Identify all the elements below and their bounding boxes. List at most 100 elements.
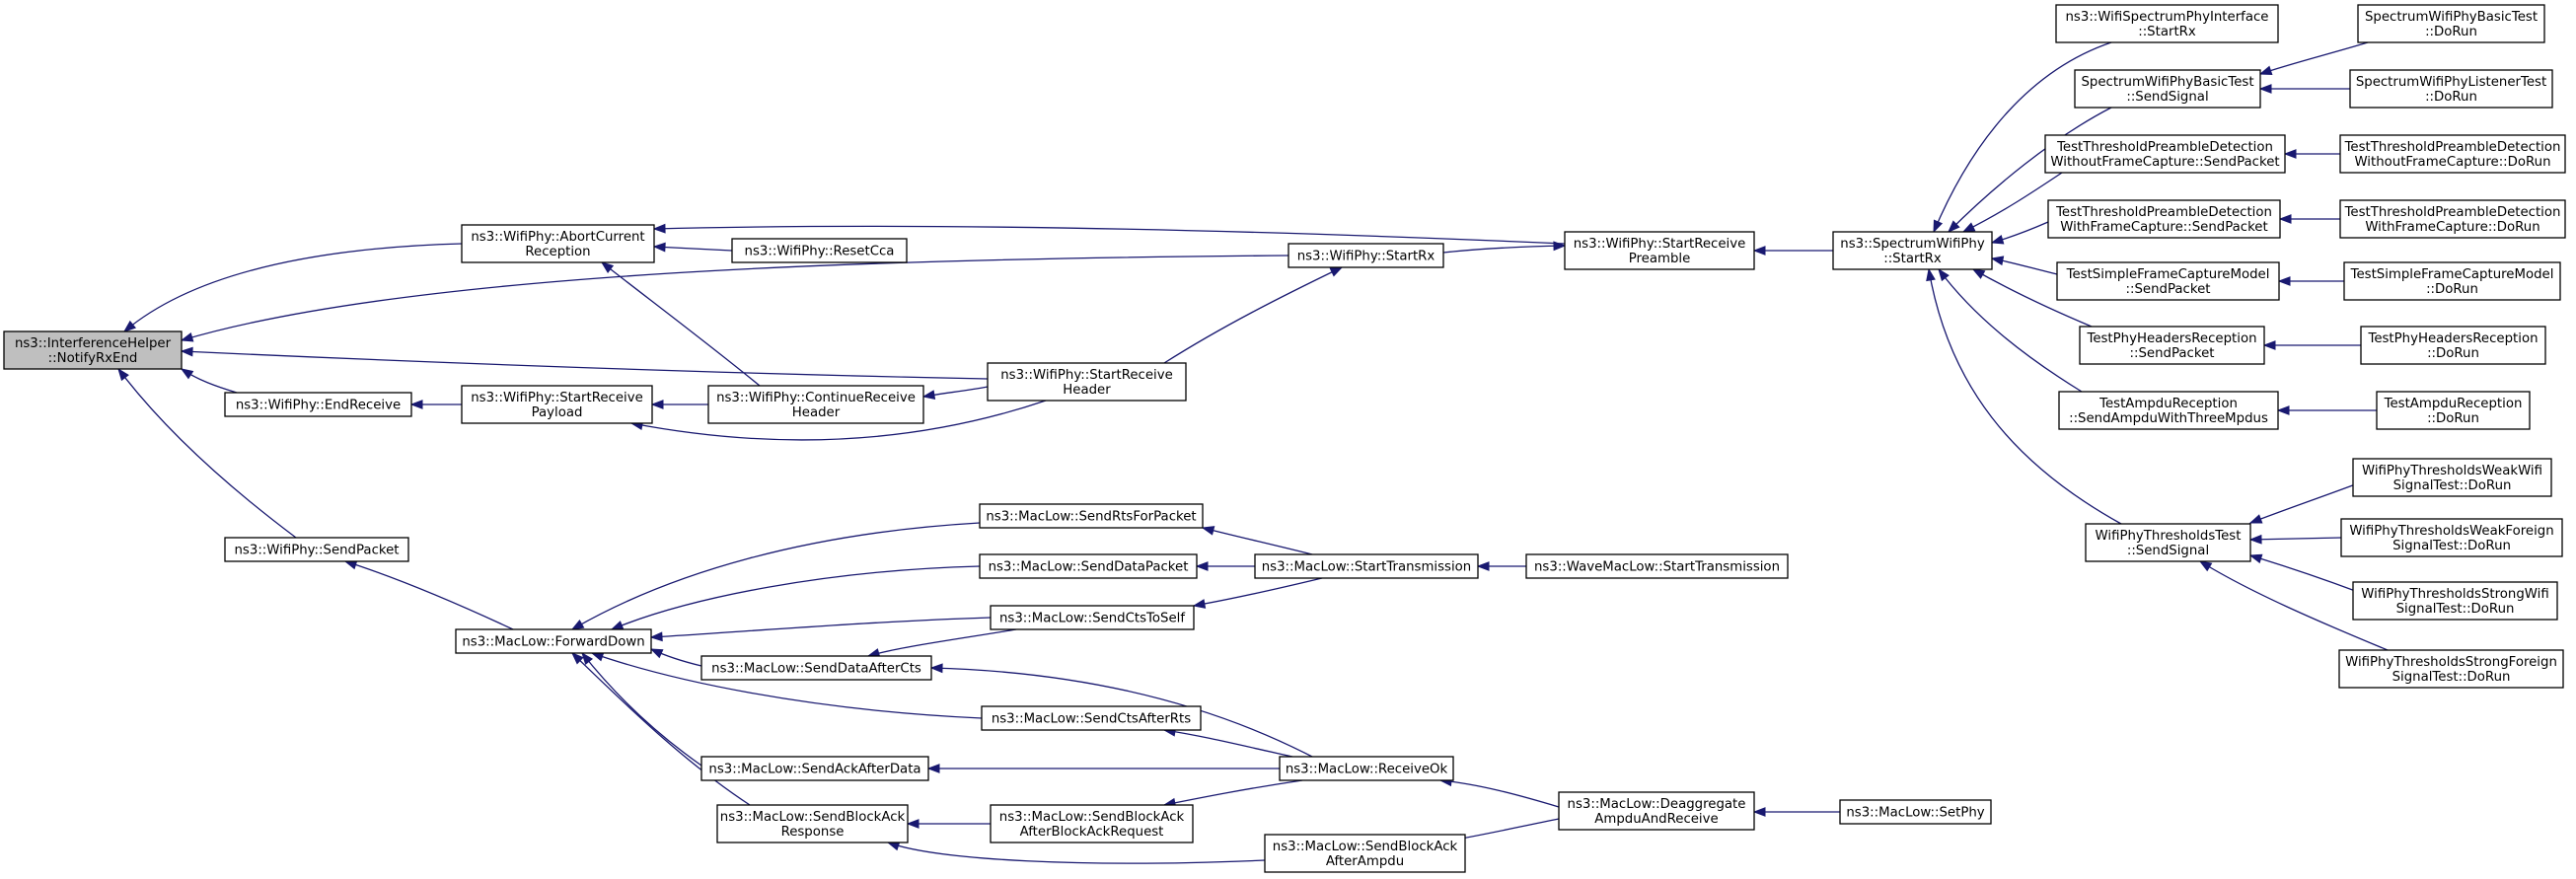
node-wavemaclow-starttransmission[interactable]: ns3::WaveMacLow::StartTransmission — [1525, 553, 1789, 579]
arrowhead — [122, 320, 137, 332]
call-edge-spectrumwifiphybasictest-sendsignal-to-spectrumwifiphy-startrx — [1948, 107, 2112, 233]
node-label-line: ns3::WifiSpectrumPhyInterface — [2066, 10, 2269, 25]
node-testthresholdpreambledetectionwithframecapture-dorun[interactable]: TestThresholdPreambleDetectionWithFrameC… — [2339, 199, 2566, 239]
call-edge-maclow-receiveok-to-maclow-sendctsafterrts — [1162, 726, 1293, 758]
node-box — [2085, 523, 2251, 562]
node-maclow-sendackafterdata[interactable]: ns3::MacLow::SendAckAfterData — [700, 756, 929, 781]
arrowhead — [1201, 526, 1215, 536]
node-wifiphy-sendpacket[interactable]: ns3::WifiPhy::SendPacket — [224, 537, 409, 562]
call-edge-testsimpleframecapturemodel-dorun-to-testsimpleframecapturemodel-sendpacket — [2277, 276, 2344, 286]
node-testampdureception-dorun[interactable]: TestAmpduReception::DoRun — [2376, 391, 2531, 430]
node-testampdureception-sendampduwiththreempdus[interactable]: TestAmpduReception::SendAmpduWithThreeMp… — [2058, 391, 2279, 430]
node-wifiphy-startrx[interactable]: ns3::WifiPhy::StartRx — [1288, 243, 1444, 268]
call-edge-wifiphy-abortcurrentreception-to-interferencehelper-notifyrxend — [122, 243, 463, 332]
call-edge-maclow-senddatapacket-to-maclow-forwarddown — [610, 565, 981, 630]
node-testsimpleframecapturemodel-sendpacket[interactable]: TestSimpleFrameCaptureModel::SendPacket — [2056, 261, 2280, 301]
node-box — [1558, 791, 1755, 831]
node-label-line: Header — [792, 405, 841, 420]
call-edge-maclow-receiveok-to-maclow-senddataafterctss — [929, 663, 1313, 758]
node-maclow-sendctsafterrts[interactable]: ns3::MacLow::SendCtsAfterRts — [981, 705, 1202, 731]
node-box — [990, 605, 1195, 630]
call-edge-wifiphy-continuereceiveheader-to-wifiphy-startreceivepayload — [650, 400, 708, 409]
node-wifiphy-endreceive[interactable]: ns3::WifiPhy::EndReceive — [224, 392, 412, 417]
node-testthresholdpreambledetectionwithframecapture-sendpacket[interactable]: TestThresholdPreambleDetectionWithFrameC… — [2047, 199, 2281, 239]
node-label-line: TestAmpduReception — [2098, 397, 2238, 411]
call-edge-wifiphy-startreceiveheader-to-wifiphy-continuereceiveheader — [921, 386, 989, 401]
node-testsimpleframecapturemodel-dorun[interactable]: TestSimpleFrameCaptureModel::DoRun — [2343, 261, 2561, 301]
call-edge-wifiphythresholdsweakforeignsignaltest-dorun-to-wifiphythresholdstest-sendsignal — [2248, 534, 2342, 545]
node-maclow-starttransmission[interactable]: ns3::MacLow::StartTransmission — [1254, 553, 1479, 579]
node-label-line: WithFrameCapture::DoRun — [2365, 220, 2539, 235]
node-testthresholdpreambledetectionwithoutframecapture-sendpacket[interactable]: TestThresholdPreambleDetectionWithoutFra… — [2044, 134, 2286, 174]
call-edge-testthresholdpreambledetectionwithframecapture-dorun-to-testthresholdpreambledetectionwithframecapture-sendpacket — [2278, 214, 2340, 224]
node-box — [707, 385, 924, 424]
edge-line — [123, 243, 463, 332]
node-box — [1832, 231, 1993, 270]
edge-line — [2249, 537, 2342, 541]
node-wifiphythresholdstest-sendsignal[interactable]: WifiPhyThresholdsTest::SendSignal — [2085, 523, 2251, 562]
node-interferencehelper-notifyrxend[interactable]: ns3::InterferenceHelper::NotifyRxEnd — [3, 330, 183, 370]
node-spectrumwifiphybasictest-dorun[interactable]: SpectrumWifiPhyBasicTest::DoRun — [2357, 4, 2545, 43]
node-spectrumwifiphylistenertest-dorun[interactable]: SpectrumWifiPhyListenerTest::DoRun — [2349, 69, 2553, 109]
node-maclow-setphy[interactable]: ns3::MacLow::SetPhy — [1839, 799, 1992, 825]
node-maclow-sendctstoself[interactable]: ns3::MacLow::SendCtsToSelf — [990, 605, 1195, 630]
node-maclow-senddatapacket[interactable]: ns3::MacLow::SendDataPacket — [979, 553, 1198, 579]
node-box — [461, 224, 655, 263]
node-label-line: ns3::MacLow::SendCtsAfterRts — [992, 712, 1191, 727]
arrowhead — [1195, 561, 1209, 571]
node-box — [2352, 458, 2552, 497]
node-maclow-sendrtsforpacket[interactable]: ns3::MacLow::SendRtsForPacket — [979, 503, 1204, 529]
edge-line — [1202, 527, 1313, 555]
node-label-line: ns3::SpectrumWifiPhy — [1840, 237, 1985, 252]
call-edge-maclow-forwarddown-to-wifiphy-sendpacket — [343, 559, 514, 630]
node-wifiphythresholdsstrongforeignsignaltest-dorun[interactable]: WifiPhyThresholdsStrongForeignSignalTest… — [2338, 649, 2564, 689]
node-box — [2376, 391, 2531, 430]
node-maclow-sendblockackafterblockackrequest[interactable]: ns3::MacLow::SendBlockAckAfterBlockAckRe… — [990, 804, 1194, 843]
node-box — [2349, 69, 2553, 109]
edge-line — [653, 225, 1566, 245]
edge-line — [181, 255, 1289, 341]
node-box — [700, 655, 932, 681]
arrowhead — [929, 663, 943, 674]
node-maclow-senddataafterctss[interactable]: ns3::MacLow::SendDataAfterCts — [700, 655, 932, 681]
edge-line — [581, 652, 702, 767]
node-wifispectrumphyinterface-startrx[interactable]: ns3::WifiSpectrumPhyInterface::StartRx — [2055, 4, 2279, 43]
node-box — [455, 628, 652, 654]
node-maclow-forwarddown[interactable]: ns3::MacLow::ForwardDown — [455, 628, 652, 654]
node-label-line: Preamble — [1629, 252, 1691, 266]
node-wifiphy-resetcca[interactable]: ns3::WifiPhy::ResetCca — [731, 238, 908, 263]
arrowhead — [652, 242, 666, 253]
call-edge-wifiphythresholdsstrongwifisignaltest-dorun-to-wifiphythresholdstest-sendsignal — [2248, 553, 2359, 593]
node-spectrumwifiphy-startrx[interactable]: ns3::SpectrumWifiPhy::StartRx — [1832, 231, 1993, 270]
node-spectrumwifiphybasictest-sendsignal[interactable]: SpectrumWifiPhyBasicTest::SendSignal — [2074, 69, 2261, 109]
edge-line — [1163, 779, 1303, 806]
node-label-line: ns3::MacLow::SendDataPacket — [989, 560, 1189, 575]
call-edge-testampdureception-dorun-to-testampdureception-sendampduwiththreempdus — [2276, 405, 2377, 415]
call-edge-wifiphy-startrx-to-interferencehelper-notifyrxend — [180, 255, 1289, 342]
arrowhead — [570, 652, 584, 665]
node-box — [1525, 553, 1789, 579]
node-label-line: ns3::WifiPhy::StartReceive — [471, 391, 643, 405]
node-testphyheadersreception-dorun[interactable]: TestPhyHeadersReception::DoRun — [2360, 326, 2546, 365]
node-maclow-receiveok[interactable]: ns3::MacLow::ReceiveOk — [1279, 756, 1454, 781]
call-edge-wifiphy-continuereceiveheader-to-wifiphy-abortcurrentreception — [600, 261, 761, 387]
node-testphyheadersreception-sendpacket[interactable]: TestPhyHeadersReception::SendPacket — [2079, 326, 2265, 365]
arrowhead — [1192, 599, 1207, 609]
node-label-line: Header — [1063, 383, 1111, 398]
node-wifiphythresholdsweakforeignsignaltest-dorun[interactable]: WifiPhyThresholdsWeakForeignSignalTest::… — [2340, 518, 2563, 557]
node-testthresholdpreambledetectionwithoutframecapture-dorun[interactable]: TestThresholdPreambleDetectionWithoutFra… — [2339, 134, 2566, 174]
arrowhead — [2248, 534, 2262, 545]
node-label-line: ns3::WifiPhy::EndReceive — [236, 399, 401, 413]
node-wifiphythresholdsweakwifisignaltest-dorun[interactable]: WifiPhyThresholdsWeakWifiSignalTest::DoR… — [2352, 458, 2552, 497]
call-edge-maclow-setphy-to-maclow-deaggregateampduandreceive — [1752, 807, 1840, 817]
arrowhead — [1752, 807, 1766, 817]
node-wifiphythresholdsstrongwifisignaltest-dorun[interactable]: WifiPhyThresholdsStrongWifiSignalTest::D… — [2352, 581, 2558, 621]
